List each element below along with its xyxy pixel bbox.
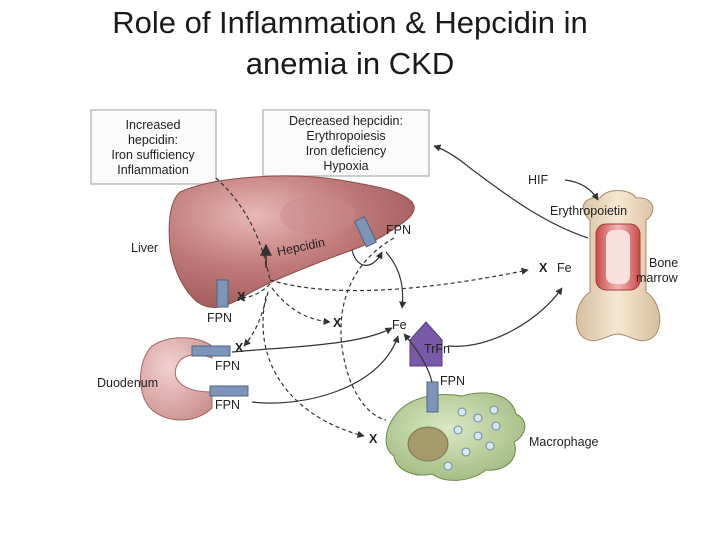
fe-label: Fe — [392, 318, 407, 332]
trfn-label: TrFn — [424, 342, 450, 356]
fpn-label: FPN — [386, 223, 411, 237]
bone-marrow-shape — [575, 190, 661, 342]
dashed-arrows — [215, 177, 529, 438]
hif-label: HIF — [528, 173, 549, 187]
box-line: Increased — [126, 118, 181, 132]
erythropoietin-label: Erythropoietin — [550, 204, 627, 218]
box-line: Erythropoiesis — [306, 129, 385, 143]
x-mark: X — [235, 341, 244, 355]
fpn-channel — [426, 381, 439, 413]
bone-marrow-label: Bone — [649, 256, 678, 270]
duodenum-shape — [139, 337, 213, 421]
title-line-2: anemia in CKD — [245, 46, 455, 81]
macrophage-shape — [385, 392, 526, 481]
fpn-channel — [353, 216, 378, 248]
fpn-channel — [216, 279, 229, 308]
box-line: Inflammation — [117, 163, 189, 177]
bone-marrow-label: marrow — [636, 271, 679, 285]
title-line-1: Role of Inflammation & Hepcidin in — [112, 5, 588, 40]
liver-label: Liver — [131, 241, 158, 255]
fpn-label: FPN — [440, 374, 465, 388]
duodenum-label: Duodenum — [97, 376, 158, 390]
increased-hepcidin-box: Increased hepcidin: Iron sufficiency Inf… — [90, 109, 217, 185]
fpn-channel — [209, 385, 249, 397]
fpn-label: FPN — [215, 398, 240, 412]
macrophage-label: Macrophage — [529, 435, 599, 449]
x-mark: X — [369, 432, 378, 446]
fpn-label: FPN — [215, 359, 240, 373]
box-line: Iron deficiency — [306, 144, 387, 158]
box-line: Decreased hepcidin: — [289, 114, 403, 128]
box-line: hepcidin: — [128, 133, 178, 147]
fpn-channel — [191, 345, 231, 357]
box-line: Hypoxia — [323, 159, 368, 173]
fe-label: Fe — [557, 261, 572, 275]
box-line: Iron sufficiency — [111, 148, 195, 162]
transferrin-shape — [409, 321, 443, 367]
decreased-hepcidin-box: Decreased hepcidin: Erythropoiesis Iron … — [262, 109, 430, 177]
liver-shape — [168, 175, 415, 308]
x-mark: X — [539, 261, 548, 275]
fpn-label: FPN — [207, 311, 232, 325]
x-mark: X — [333, 316, 342, 330]
slide-title: Role of Inflammation & Hepcidin in anemi… — [0, 2, 700, 84]
solid-arrows — [231, 144, 599, 404]
